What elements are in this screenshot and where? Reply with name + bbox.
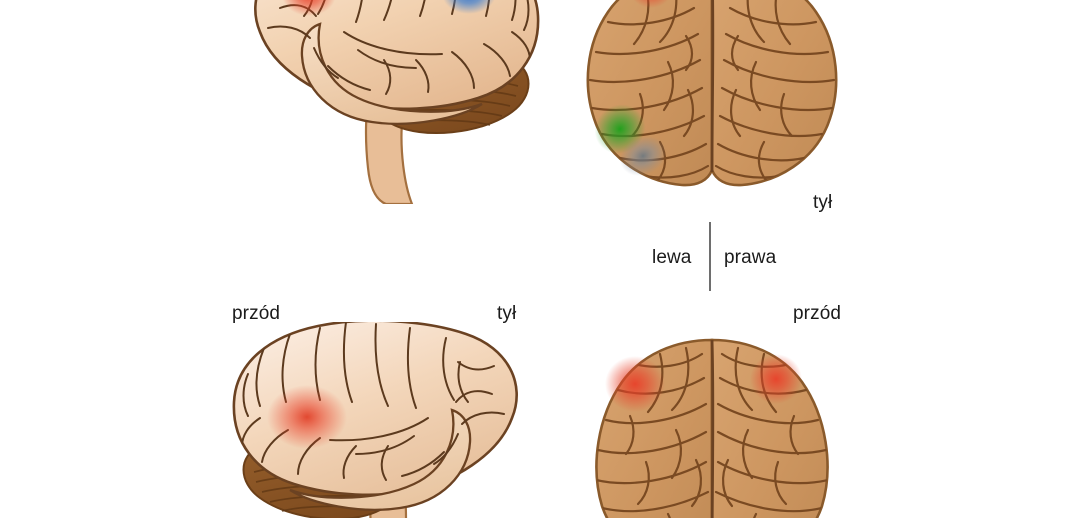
brain-panel-top-left-lateral (216, 0, 556, 206)
label-lewa: lewa (652, 247, 692, 268)
label-przod-bottom-left: przód (232, 303, 281, 324)
brain-panel-bottom-left-lateral (216, 319, 556, 518)
activation-red-bottom-right-right-hemi (750, 354, 802, 404)
brain-lateral-bottom-left-svg (232, 319, 518, 518)
sulci-left-hemisphere (588, 0, 710, 182)
brain-superior-bottom-right-svg (595, 338, 829, 518)
longitudinal-fissure (710, 0, 715, 173)
brain-lateral-top-left-svg (254, 0, 540, 206)
label-tyl-bottom-left: tył (497, 303, 517, 324)
temporal-lobe (300, 22, 483, 125)
right-hemisphere (710, 0, 838, 187)
activation-red-top-right (633, 0, 669, 8)
label-prawa: prawa (724, 247, 777, 268)
activation-red-top-left (282, 0, 336, 16)
activation-red-bottom-left (267, 385, 347, 449)
activation-red-bottom-right-left-hemi (605, 356, 665, 412)
brain-superior-top-right-svg (586, 0, 838, 187)
sulci-right-hemisphere (714, 0, 836, 182)
label-przod-bottom-right: przód (793, 303, 842, 324)
hemisphere-divider-line (709, 222, 711, 291)
activation-blue-grey-top-right (619, 136, 667, 176)
label-tyl-top-right: tył (813, 192, 833, 213)
temporal-lobe (289, 408, 472, 511)
brain-panel-bottom-right-superior (572, 324, 854, 518)
longitudinal-fissure (710, 339, 715, 518)
activation-blue-top-left (443, 0, 495, 14)
brain-panel-top-right-superior (572, 0, 854, 204)
